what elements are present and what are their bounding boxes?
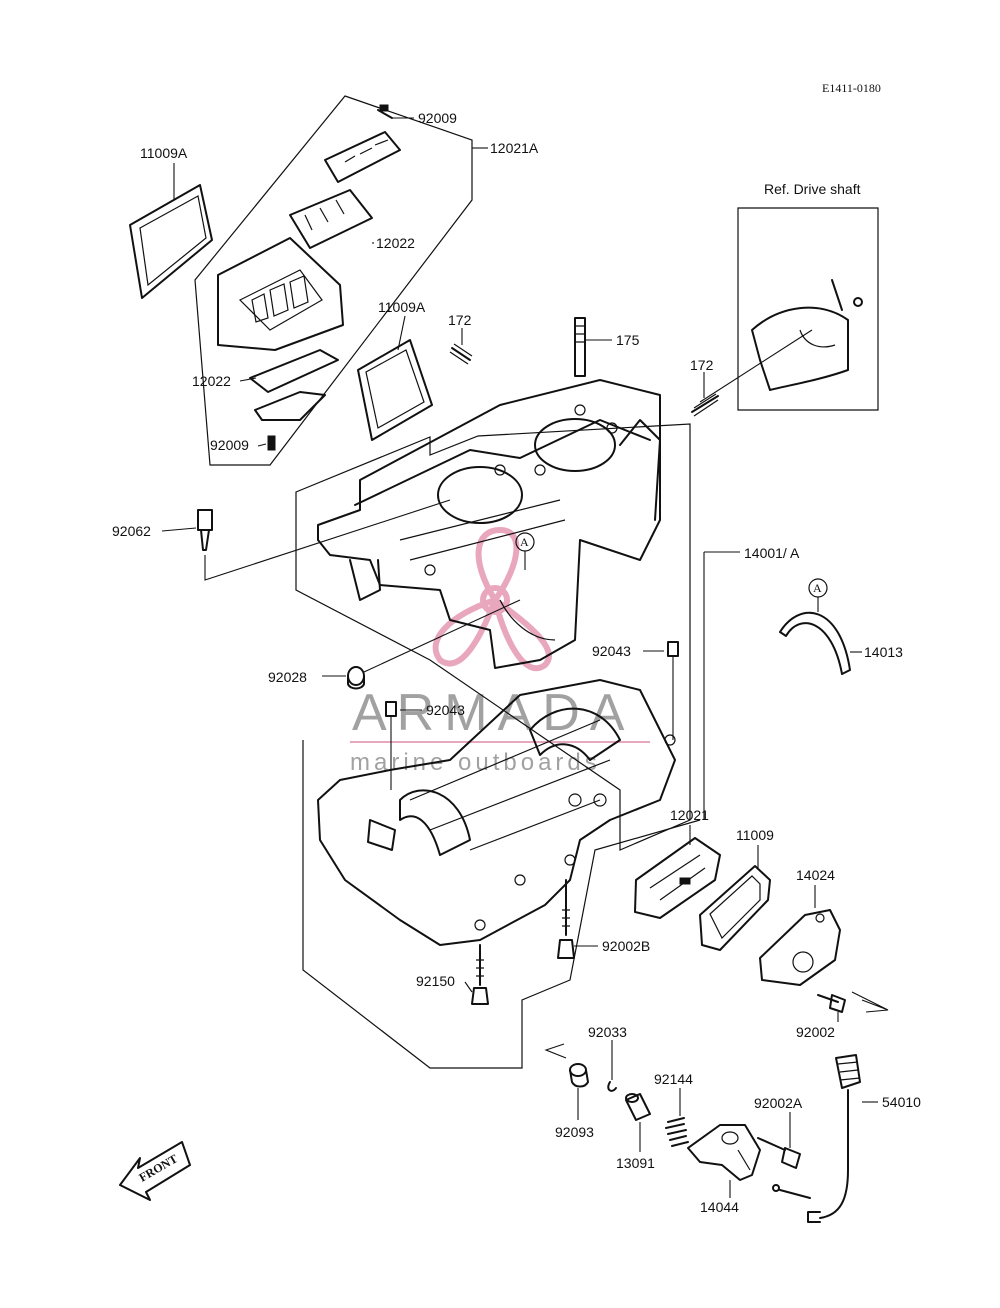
cover-14024 [759,909,841,986]
rotary-valve-cover-12021 [634,837,721,919]
callout-a-upper-letter: A [520,535,529,549]
reed-12022-upper [289,189,373,249]
cable-54010 [772,1054,861,1223]
label-92002: 92002 [796,1024,835,1040]
leader-lines [161,117,878,1198]
label-92043-right: 92043 [592,643,631,659]
label-12021A: 12021A [490,140,539,156]
label-14013: 14013 [864,644,903,660]
label-14001A: 14001/ A [744,545,800,561]
plug-92062 [197,499,451,581]
label-11009A-top: 11009A [140,145,188,161]
housing-14044 [687,1124,761,1181]
part-labels: 11009A 92009 12021A 12022 11009A 172 175… [112,110,921,1215]
label-12021: 12021 [670,807,709,823]
label-54010: 54010 [882,1094,921,1110]
spring-92144 [665,1117,689,1147]
gasket-11009A-top [129,184,213,299]
label-92062: 92062 [112,523,151,539]
label-14024: 14024 [796,867,835,883]
collar-13091 [625,1093,651,1121]
callout-a-upper: A [515,532,535,570]
label-11009: 11009 [736,827,774,843]
diagram-code: E1411-0180 [822,81,881,95]
label-92009-low: 92009 [210,437,249,453]
label-92144: 92144 [654,1071,693,1087]
label-92009-top: 92009 [418,110,457,126]
lower-crankcase [302,679,701,1069]
label-172-right: 172 [690,357,714,373]
ring-92033 [607,1081,617,1092]
bolt-92009-top [377,104,393,119]
gasket-11009 [699,865,771,951]
reed-12022-lower [249,349,339,393]
bolt-92009-low [267,435,276,451]
label-172-left: 172 [448,312,472,328]
upper-crankcase [295,379,691,851]
label-ref-drive-shaft: Ref. Drive shaft [764,181,861,197]
bushing-92093 [569,1063,589,1088]
stud-172-right [691,393,719,417]
label-92150: 92150 [416,973,455,989]
label-92033: 92033 [588,1024,627,1040]
front-arrow-icon: FRONT [119,1141,191,1201]
stud-175 [574,317,586,377]
watermark-brand: ARMADA [352,684,634,742]
label-92002A: 92002A [754,1095,803,1111]
label-175: 175 [616,332,640,348]
bolt-92002 [817,991,889,1013]
label-92028: 92028 [268,669,307,685]
label-12022-top: 12022 [376,235,415,251]
bolt-92002A [757,1137,801,1169]
reed-valve-group [129,95,473,466]
reed-stopper-upper [324,131,401,183]
dowel-92043-right [667,641,679,740]
bolt-92150 [471,944,489,1005]
bolt-92002B [557,879,575,959]
label-92093: 92093 [555,1124,594,1140]
drive-shaft-reference [699,207,879,411]
seal-92028 [347,599,521,690]
label-12022-low: 12022 [192,373,231,389]
label-92002B: 92002B [602,938,650,954]
label-13091: 13091 [616,1155,655,1171]
arrow-pointer-left [544,1043,567,1059]
reed-stopper-lower [254,391,326,421]
label-11009A-mid: 11009A [378,299,426,315]
dowel-92043-left [385,701,397,790]
callout-a-ring-letter: A [813,581,822,595]
stud-172-left [449,343,473,365]
label-14044: 14044 [700,1199,739,1215]
snap-ring-14013: A [779,578,851,675]
label-92043-left: 92043 [426,702,465,718]
gasket-11009A-mid [357,339,433,441]
reed-block [217,237,344,351]
